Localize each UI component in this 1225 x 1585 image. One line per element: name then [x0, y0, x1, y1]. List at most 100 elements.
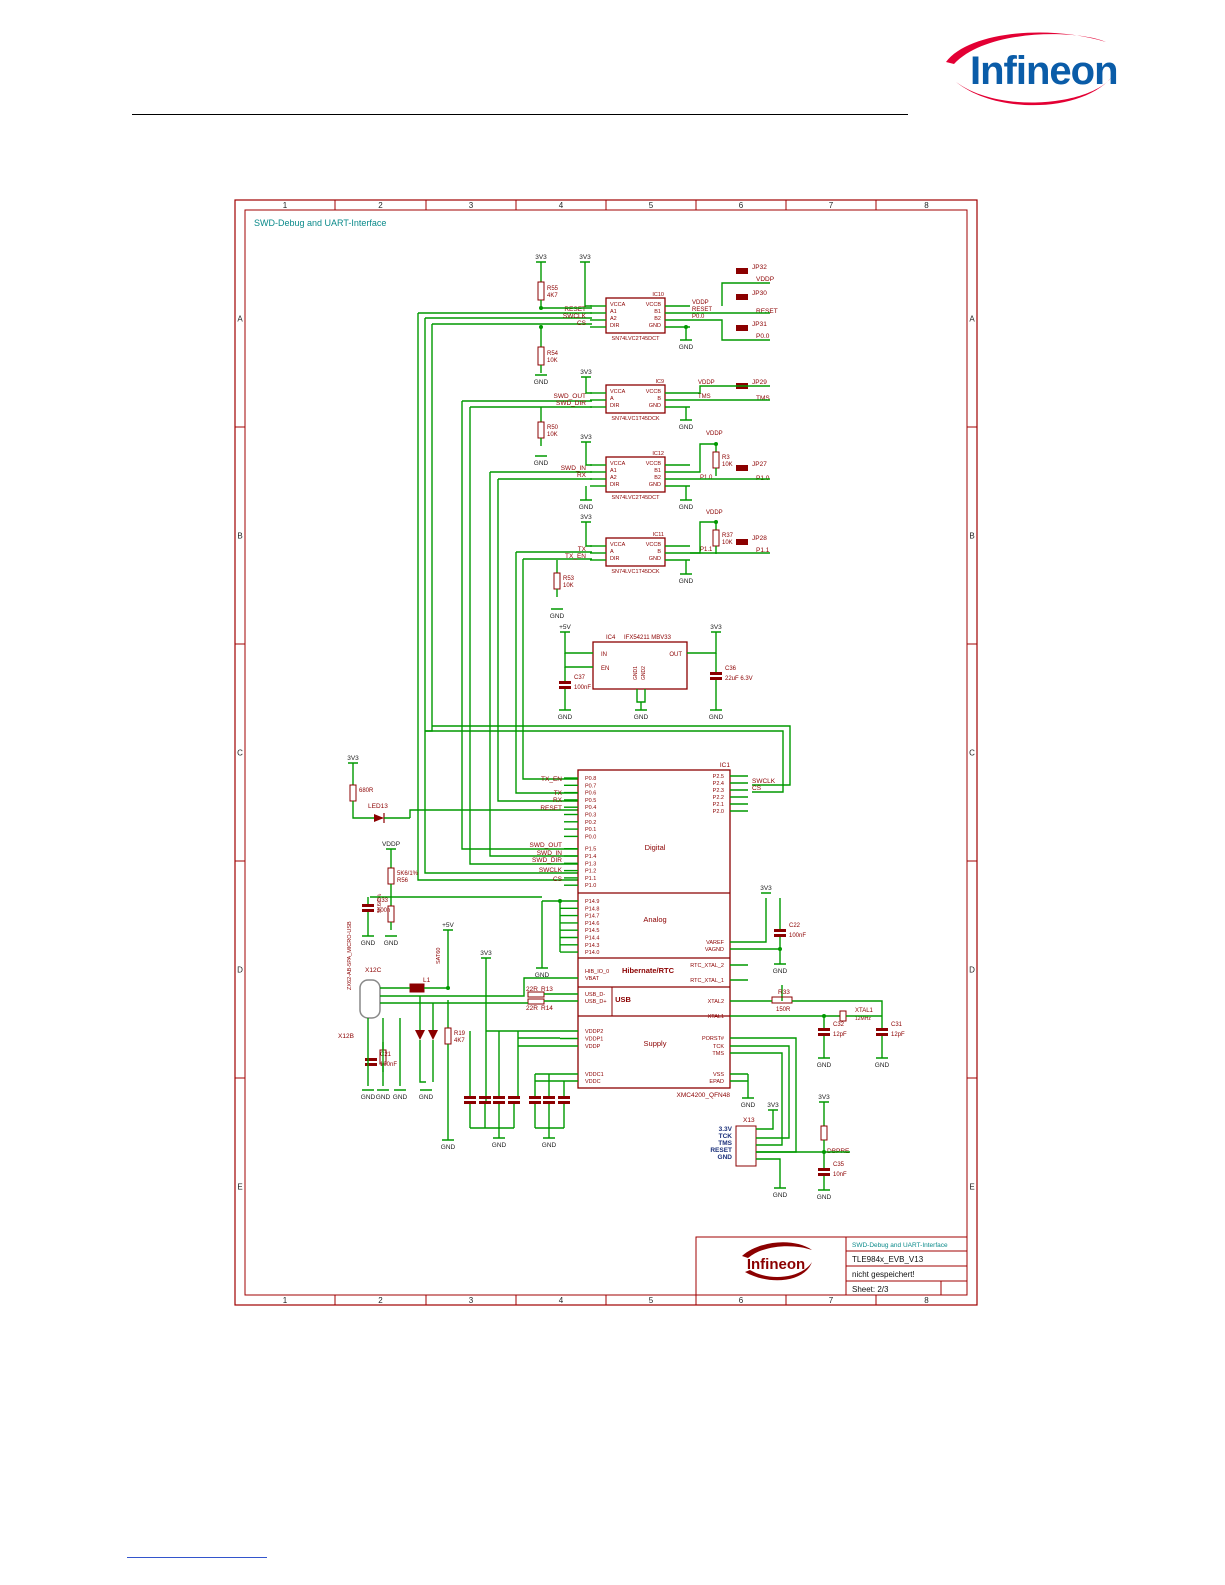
mcu-pin: RTC_XTAL_1	[690, 978, 724, 984]
r56-value: R56	[397, 878, 409, 884]
mcu-pin: P0.4	[585, 805, 596, 811]
mcu-pin: EPAD	[709, 1079, 724, 1085]
r54-value: 10K	[547, 358, 558, 364]
mcu-section-hibernate: Hibernate/RTC	[622, 966, 675, 975]
ic10-level-shifter-pin: B2	[654, 316, 661, 322]
gnd-label: GND	[492, 1142, 507, 1149]
supply-label: +5V	[559, 624, 571, 631]
c33-plate	[362, 909, 374, 912]
mcu-pin: VAGND	[705, 947, 724, 953]
mcu-pin: P2.2	[713, 795, 724, 801]
supply-label: 3V3	[480, 950, 492, 957]
wire	[748, 1052, 783, 1146]
debug-header-x13	[735, 1125, 757, 1167]
mcu-net-label: CS	[752, 785, 762, 792]
r53-ref: R53	[563, 576, 575, 582]
decoupling-cap-plate	[558, 1101, 570, 1104]
wire	[564, 632, 593, 654]
c22-plate	[774, 934, 786, 937]
supply-label: 3V3	[579, 254, 591, 261]
frame-row-label: C	[237, 749, 243, 758]
mcu-pin: P14.6	[585, 921, 599, 927]
mcu-pin: PORST#	[702, 1036, 725, 1042]
wire	[690, 443, 716, 473]
c32-plate	[818, 1033, 830, 1036]
bus-dir	[425, 324, 433, 732]
ic11-level-shifter-part: SN74LVC1T45DCK	[611, 569, 660, 575]
c31	[876, 1028, 888, 1031]
junction-dot	[822, 1150, 826, 1154]
ic10-level-shifter	[605, 297, 666, 334]
mcu-pin: USB_D-	[585, 992, 605, 998]
r58-value: 5K6/1%	[377, 894, 383, 913]
frame-row-label: E	[237, 1183, 242, 1192]
ic9-level-shifter-pin: DIR	[610, 403, 620, 409]
diode-ref: SAT60	[436, 948, 442, 964]
title-logo-swoosh	[745, 1262, 812, 1281]
r54-ref: R54	[547, 351, 559, 357]
gnd-label: GND	[393, 1094, 408, 1101]
mcu-pin: P14.0	[585, 950, 599, 956]
mcu-net-label: SWD_IN	[537, 850, 563, 857]
r33	[771, 996, 793, 1004]
r54	[537, 346, 545, 366]
ic10-level-shifter-pin: GND	[649, 323, 661, 329]
title-logo-swoosh	[742, 1242, 812, 1258]
gnd-label: GND	[875, 1062, 890, 1069]
c35	[818, 1168, 830, 1171]
ic11-level-shifter-ref: IC11	[653, 532, 664, 538]
logo-text: Infineon	[970, 49, 1118, 93]
usb-ref-b: X12B	[338, 1033, 354, 1040]
debug-header-label: TMS	[718, 1140, 732, 1147]
ic4-pin: GND1	[633, 666, 639, 680]
mcu-pin: TCK	[713, 1044, 724, 1050]
jumper-net: P1.1	[756, 547, 770, 554]
r56	[387, 867, 395, 885]
mcu-pin: P1.5	[585, 847, 596, 853]
net-label: SWD_DIR	[556, 400, 586, 407]
net-label: P1.1	[700, 547, 713, 553]
c36-value: 22uF 6.3V	[725, 676, 753, 682]
mcu-pin: RTC_XTAL_2	[690, 963, 724, 969]
ic12-level-shifter-pin: B1	[654, 468, 661, 474]
net-label: RESET	[692, 307, 712, 313]
usb-part: ZX62-AB-5PA_MICRO-USB	[347, 921, 353, 990]
mcu-pin: VDDP1	[585, 1037, 603, 1043]
wire	[584, 262, 592, 307]
gnd-label: GND	[361, 940, 376, 947]
ic11-level-shifter-pin: VCCB	[646, 542, 662, 548]
r19	[444, 1027, 452, 1045]
r55	[537, 281, 545, 301]
mcu-pin: P0.0	[585, 834, 596, 840]
decoupling-cap	[464, 1096, 476, 1099]
wire	[585, 442, 592, 466]
bus-swclk-right	[432, 725, 791, 786]
wire	[687, 632, 717, 654]
mcu-pin: P2.1	[713, 802, 724, 808]
jumper-1	[736, 294, 748, 300]
mcu-net-label: SWCLK	[752, 778, 776, 785]
mcu-pin: USB_D+	[585, 999, 607, 1005]
mcu-pin: VSS	[713, 1072, 724, 1078]
bus-cs-right	[425, 730, 784, 793]
supply-label: 3V3	[818, 1094, 830, 1101]
net-label: VDDP	[706, 431, 723, 437]
frame-col-label: 4	[559, 1296, 564, 1305]
mcu-net-label: SWD_DIR	[532, 857, 562, 864]
supply-label: 3V3	[580, 369, 592, 376]
bus-reset	[409, 809, 578, 818]
ic11-level-shifter	[605, 537, 666, 567]
decoupling-cap-plate	[493, 1101, 505, 1104]
c35-value: 10nF	[833, 1172, 847, 1178]
ic4-pin: GND2	[641, 666, 647, 680]
r50-ref: R50	[547, 425, 559, 431]
mcu-pin: VDDC1	[585, 1072, 604, 1078]
wire	[564, 653, 593, 668]
decoupling-cap	[479, 1096, 491, 1099]
mcu-pin: P1.1	[585, 876, 596, 882]
frame-col-label: 3	[469, 201, 474, 210]
r56-ref: 5K6/1%	[397, 871, 419, 877]
title-block-title: SWD-Debug and UART-Interface	[852, 1242, 948, 1249]
gnd-label: GND	[441, 1144, 456, 1151]
